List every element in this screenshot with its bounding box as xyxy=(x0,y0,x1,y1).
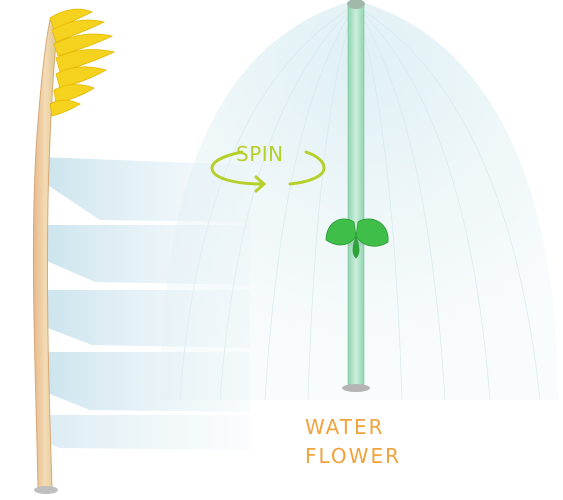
caption-line-2: FLOWER xyxy=(305,442,401,471)
caption-line-1: WATER xyxy=(305,413,401,442)
spin-label: SPIN xyxy=(236,143,284,165)
water-flower-caption: WATER FLOWER xyxy=(305,413,401,471)
yellow-leaves xyxy=(50,9,114,116)
side-water-jets xyxy=(40,157,250,450)
